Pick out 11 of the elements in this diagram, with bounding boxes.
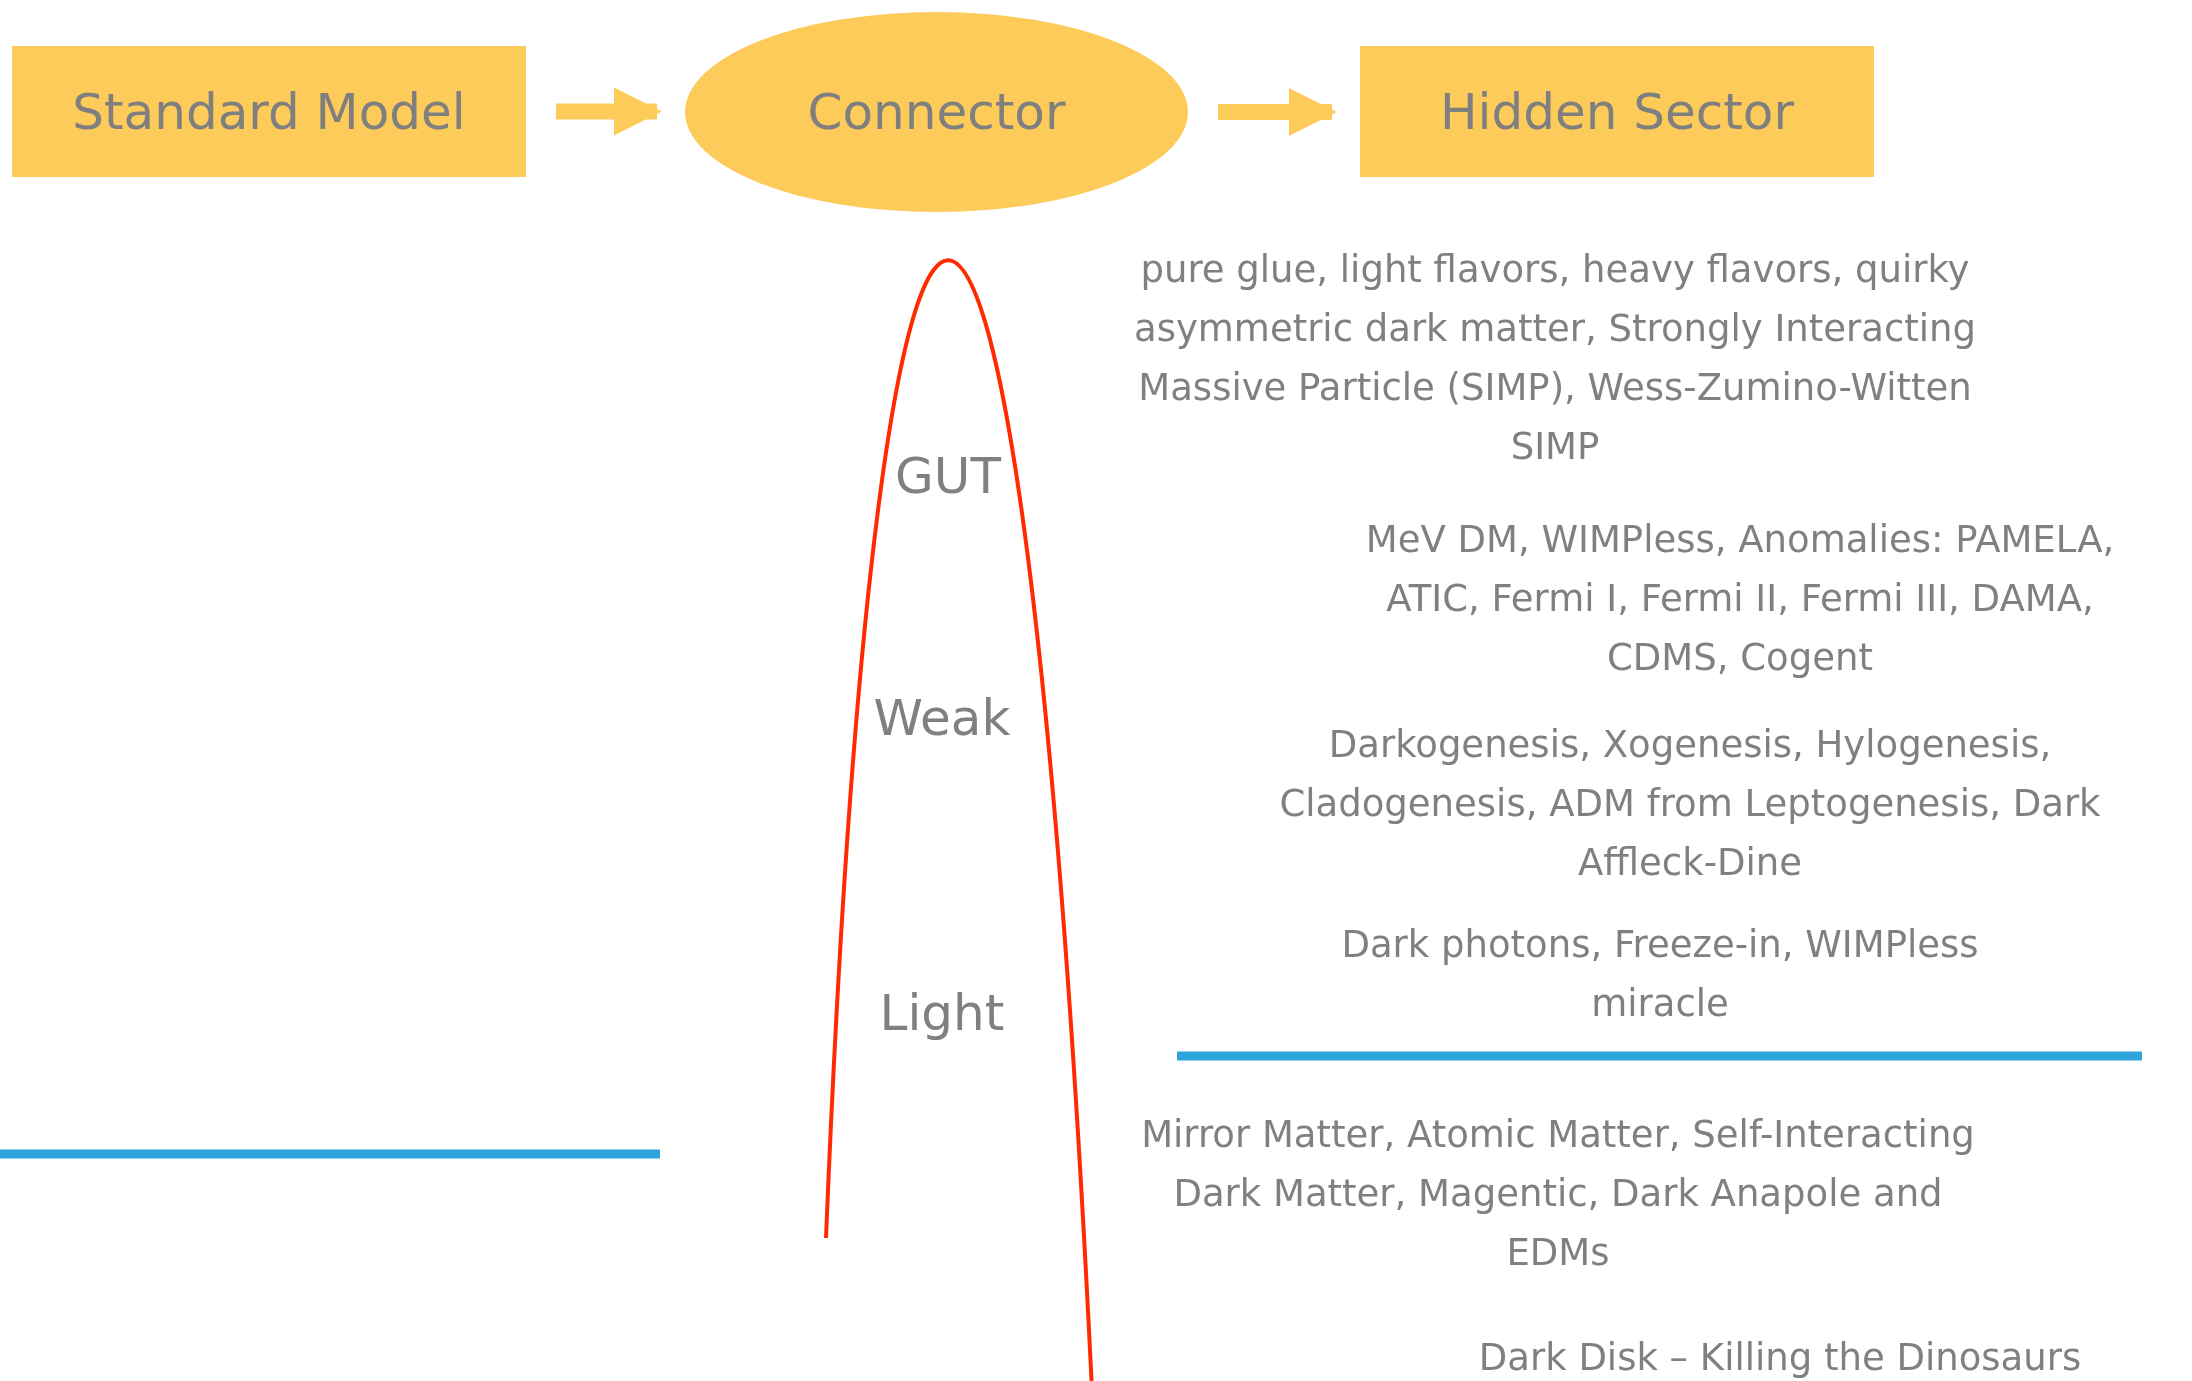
model-list: Dark Disk – Killing the Dinosaurs bbox=[1330, 1328, 2192, 1381]
arrow bbox=[1218, 88, 1337, 136]
model-list: pure glue, light flavors, heavy flavors, quirky asymmetric dark matter, Strongly Interacting Massive Particle (SIMP), Wess-Zumino-Witten SIMP bbox=[1115, 240, 1995, 476]
model-list: Darkogenesis, Xogenesis, Hylogenesis, Cladogenesis, ADM from Leptogenesis, Dark Affleck-Dine bbox=[1260, 715, 2120, 892]
model-list: MeV DM, WIMPless, Anomalies: PAMELA, ATIC, Fermi I, Fermi II, Fermi III, DAMA, CDMS, Cogent bbox=[1340, 510, 2140, 687]
connector-ellipse: Connector bbox=[685, 12, 1188, 212]
model-list: Mirror Matter, Atomic Matter, Self-Interacting Dark Matter, Magentic, Dark Anapole and EDMs bbox=[1128, 1105, 1988, 1282]
sector-box: Hidden Sector bbox=[1360, 46, 1874, 177]
arrow bbox=[556, 87, 662, 136]
model-box: Standard Model bbox=[12, 46, 526, 177]
model-list: Dark photons, Freeze-in, WIMPless miracle bbox=[1280, 915, 2040, 1033]
